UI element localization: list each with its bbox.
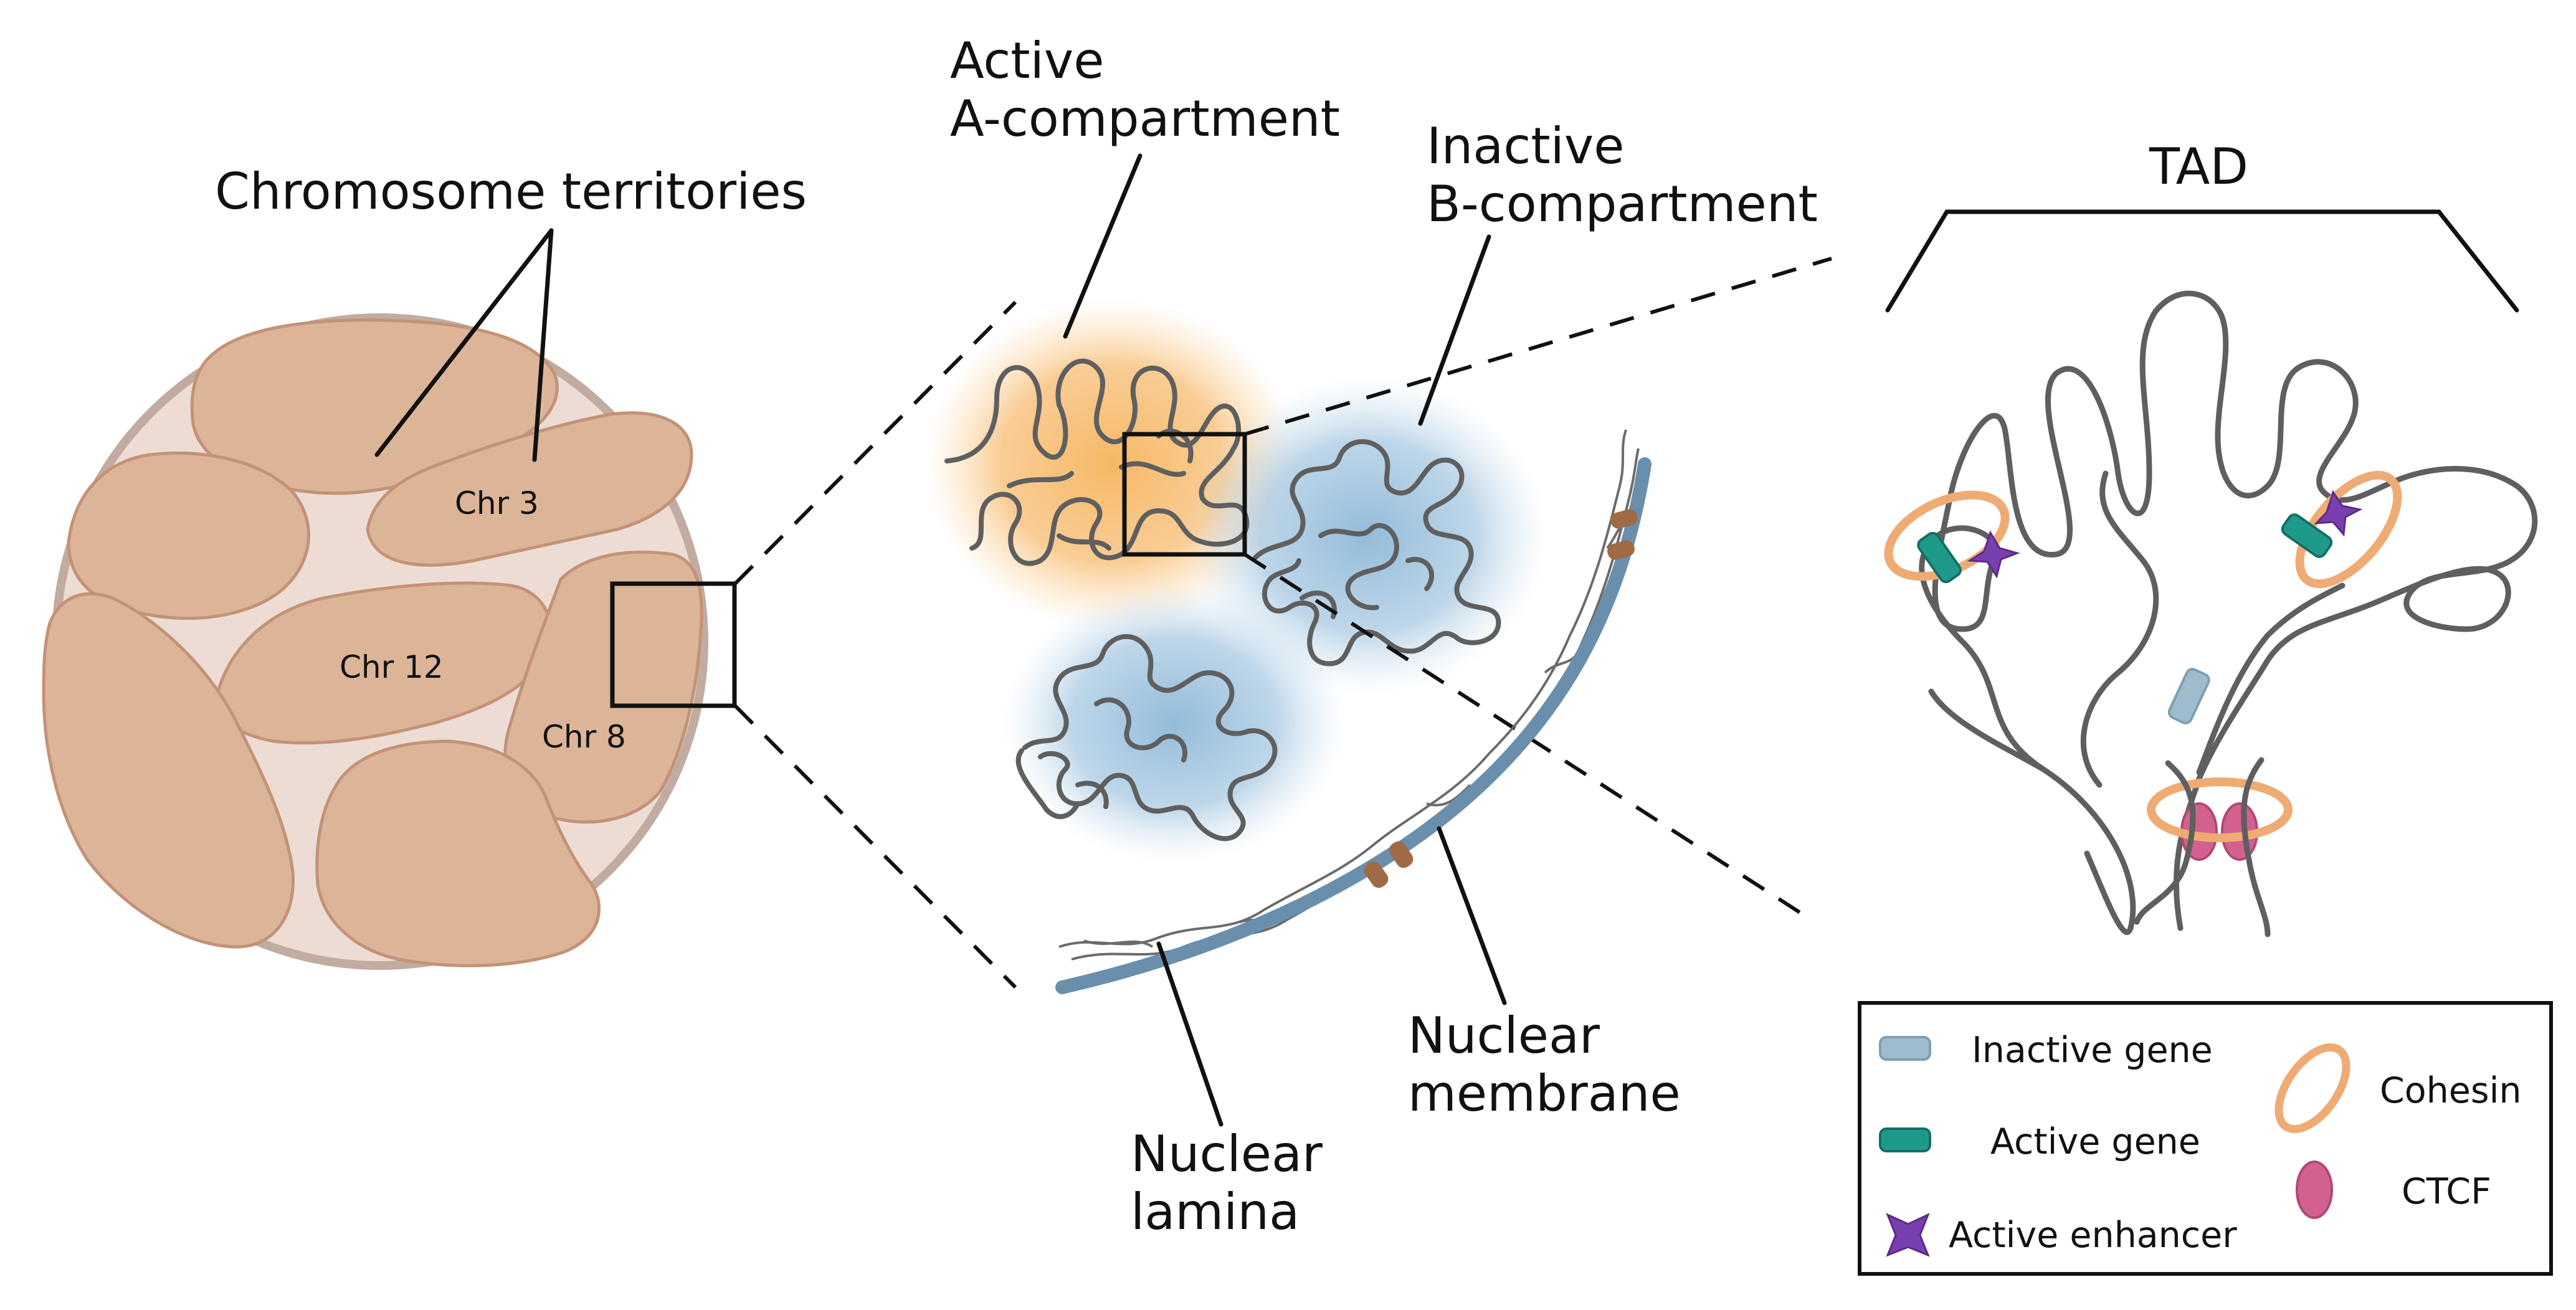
b-compartment-chromatin-left-2	[1015, 697, 1187, 819]
nuclear-lamina-label-1: Nuclear	[1131, 1125, 1323, 1183]
inactive-gene-tad	[2167, 668, 2210, 724]
enhancer-right	[2314, 490, 2363, 537]
zoom-box-compartment	[1122, 432, 1247, 557]
territories-pointer-2	[532, 228, 554, 462]
tad-stem-right	[2241, 757, 2271, 937]
active-gene-icon	[1879, 1127, 1931, 1152]
active-compartment-label-2: A-compartment	[950, 90, 1340, 148]
ctcf-icon	[2296, 1160, 2333, 1219]
territories-pointer-1	[374, 228, 554, 457]
territory-chr8	[503, 550, 703, 824]
cohesin-ring-bottom	[2147, 777, 2293, 842]
compartment-glows	[925, 299, 1548, 863]
active-gene-left	[1917, 531, 1962, 584]
legend: Inactive gene Active gene Active enhance…	[1858, 1001, 2553, 1276]
b-compartment-glow-left	[1003, 582, 1346, 863]
chromosome-territories-label: Chromosome territories	[215, 163, 807, 221]
chr12-label: Chr 12	[340, 649, 444, 685]
cohesin-ring-right	[2295, 470, 2402, 589]
tad-label: TAD	[2149, 138, 2248, 196]
cohesin-ring-icon	[2274, 1043, 2350, 1134]
nuclear-membrane-label-2: membrane	[1408, 1065, 1681, 1123]
zoom-box-nucleus	[610, 581, 737, 708]
nuclear-lamina-pointer	[1156, 941, 1224, 1127]
chr3-label: Chr 3	[455, 485, 539, 521]
legend-inactive-gene: Inactive gene	[1972, 1030, 2213, 1071]
nuclear-pore-3	[1610, 509, 1638, 529]
a-compartment-chromatin-2	[1007, 429, 1194, 551]
nuclear-lamina-label-2: lamina	[1131, 1183, 1300, 1241]
tad-chromatin-inner	[2080, 470, 2345, 788]
territory-bottom-left	[42, 592, 295, 949]
active-gene-right	[2281, 513, 2333, 558]
nuclear-pore-1	[1364, 861, 1389, 888]
nucleus	[42, 228, 737, 970]
nuclear-membrane-label-1: Nuclear	[1408, 1007, 1600, 1065]
zoom-dash-upper-1	[733, 300, 1017, 586]
enhancer-star-icon	[1886, 1213, 1930, 1257]
tad-bracket	[1885, 209, 2519, 313]
legend-box	[1858, 1001, 2553, 1276]
tad-bottom-tail-left	[2084, 850, 2134, 935]
legend-active-enhancer: Active enhancer	[1949, 1215, 2237, 1256]
nuclear-membrane-pointer	[1437, 826, 1507, 1005]
zoom-dash-upper-2	[1244, 257, 1832, 436]
b-compartment-chromatin-left	[1022, 634, 1278, 842]
tad-stem-left	[2134, 760, 2196, 925]
territory-chr3	[366, 411, 693, 567]
active-compartment-pointer	[1063, 153, 1143, 339]
nuclear-pore-4	[1607, 540, 1635, 560]
inactive-compartment-label-2: B-compartment	[1427, 175, 1818, 233]
nuclear-pore-2	[1389, 841, 1414, 868]
chr8-label: Chr 8	[542, 719, 626, 755]
legend-active-gene: Active gene	[1990, 1121, 2200, 1162]
inactive-compartment-label-1: Inactive	[1427, 117, 1624, 175]
inactive-gene-icon	[1879, 1036, 1931, 1061]
legend-cohesin: Cohesin	[2380, 1070, 2522, 1111]
territory-bottom-right	[315, 739, 601, 967]
active-compartment-label-1: Active	[950, 32, 1104, 90]
tad-chromatin-loop	[1919, 290, 2538, 931]
tad-left-tail	[1928, 688, 2046, 772]
zoom-dash-lower-1	[733, 704, 1017, 989]
zoom-dash-lower-2	[1243, 553, 1811, 921]
b-compartment-chromatin-right	[1253, 439, 1501, 667]
cohesin-ring-left	[1884, 490, 2010, 581]
territory-left	[67, 452, 310, 620]
inactive-compartment-pointer	[1418, 234, 1491, 426]
enhancer-left	[1967, 530, 2020, 579]
legend-ctcf: CTCF	[2402, 1171, 2491, 1212]
